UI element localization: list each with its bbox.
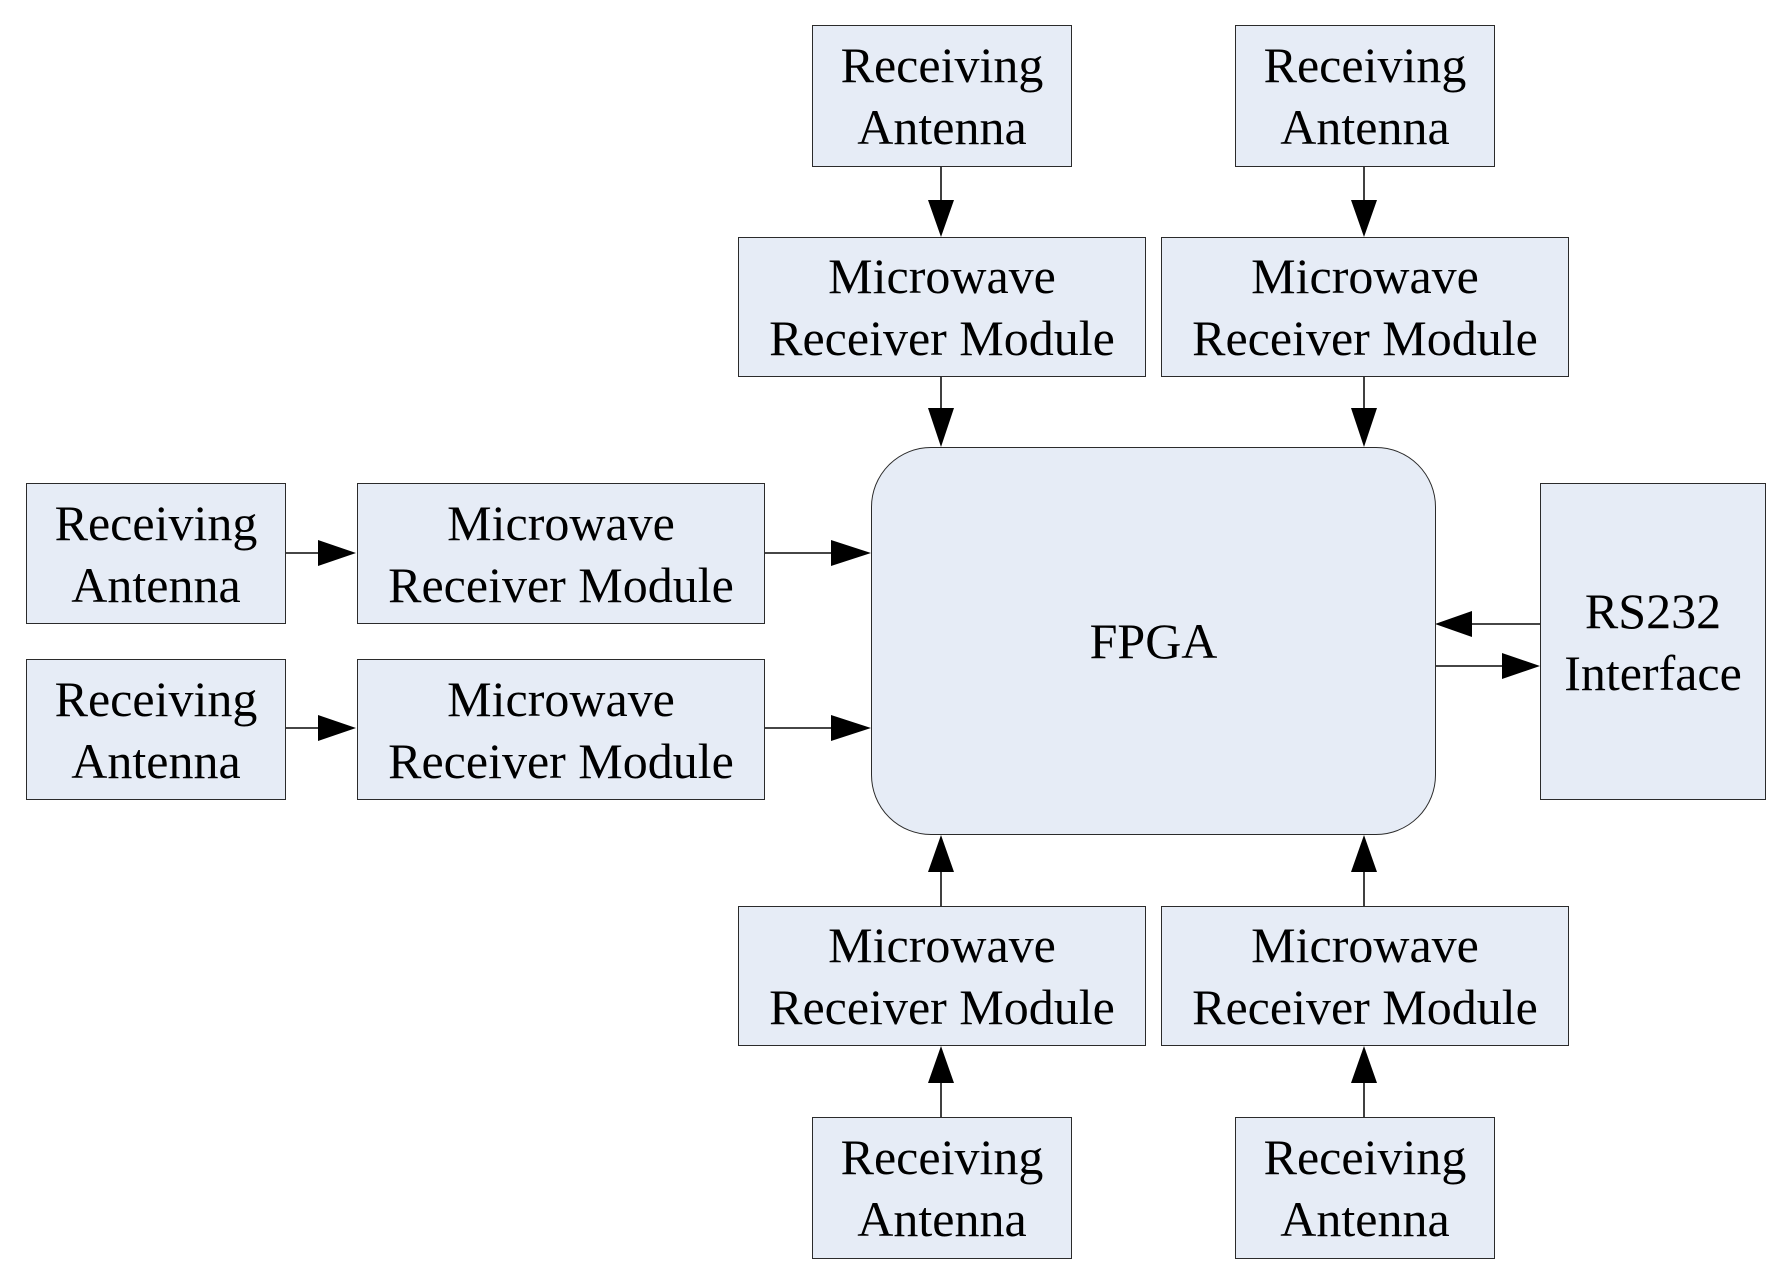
receiver-label-line2: Receiver Module: [388, 556, 734, 613]
antenna-label-line2: Antenna: [1280, 99, 1450, 155]
receiver-label-line1: Microwave: [828, 917, 1056, 973]
arrowhead-up-icon: [1351, 1046, 1377, 1083]
arrowhead-down-icon: [928, 408, 954, 447]
arrowhead-up-icon: [928, 1046, 954, 1083]
arrowhead-down-icon: [928, 200, 954, 237]
receiver-label-line2: Receiver Module: [388, 732, 734, 789]
antenna-label-line2: Antenna: [71, 732, 241, 789]
receiving-antenna-top-left: Receiving Antenna: [812, 25, 1072, 167]
antenna-label-line1: Receiving: [840, 37, 1044, 93]
receiving-antenna-left-upper: Receiving Antenna: [26, 483, 286, 624]
arrowhead-left-icon: [1435, 611, 1472, 637]
arrowhead-right-icon: [831, 540, 871, 566]
antenna-label-line1: Receiving: [1263, 37, 1467, 93]
receiving-antenna-bottom-right: Receiving Antenna: [1235, 1117, 1495, 1259]
antenna-label-line1: Receiving: [54, 670, 258, 727]
arrowhead-up-icon: [1351, 835, 1377, 872]
receiver-label-line1: Microwave: [1251, 248, 1479, 304]
antenna-label-line1: Receiving: [1263, 1129, 1467, 1185]
receiver-label-line2: Receiver Module: [769, 310, 1115, 366]
receiver-label-line1: Microwave: [1251, 917, 1479, 973]
microwave-receiver-module-top-left: Microwave Receiver Module: [738, 237, 1146, 377]
microwave-receiver-module-bottom-right: Microwave Receiver Module: [1161, 906, 1569, 1046]
receiver-label-line1: Microwave: [828, 248, 1056, 304]
receiving-antenna-top-right: Receiving Antenna: [1235, 25, 1495, 167]
microwave-receiver-module-bottom-left: Microwave Receiver Module: [738, 906, 1146, 1046]
rs232-interface-block: RS232 Interface: [1540, 483, 1766, 800]
fpga-label: FPGA: [1089, 613, 1218, 669]
receiver-label-line2: Receiver Module: [769, 979, 1115, 1035]
fpga-block: FPGA: [871, 447, 1436, 835]
arrowhead-down-icon: [1351, 200, 1377, 237]
antenna-label-line2: Antenna: [1280, 1191, 1450, 1247]
receiver-label-line1: Microwave: [447, 494, 675, 551]
antenna-label-line1: Receiving: [54, 494, 258, 551]
microwave-receiver-module-top-right: Microwave Receiver Module: [1161, 237, 1569, 377]
arrowhead-up-icon: [928, 835, 954, 872]
receiver-label-line2: Receiver Module: [1192, 310, 1538, 366]
microwave-receiver-module-left-upper: Microwave Receiver Module: [357, 483, 765, 624]
rs232-label-line2: Interface: [1564, 644, 1742, 701]
receiver-label-line1: Microwave: [447, 670, 675, 727]
arrowhead-down-icon: [1351, 408, 1377, 447]
antenna-label-line2: Antenna: [857, 99, 1027, 155]
rs232-label-line1: RS232: [1584, 582, 1722, 639]
arrowhead-right-icon: [318, 715, 356, 741]
antenna-label-line2: Antenna: [71, 556, 241, 613]
antenna-label-line1: Receiving: [840, 1129, 1044, 1185]
microwave-receiver-module-left-lower: Microwave Receiver Module: [357, 659, 765, 800]
arrowhead-right-icon: [318, 540, 356, 566]
receiving-antenna-bottom-left: Receiving Antenna: [812, 1117, 1072, 1259]
arrowhead-right-icon: [1502, 653, 1540, 679]
arrowhead-right-icon: [831, 715, 871, 741]
receiver-label-line2: Receiver Module: [1192, 979, 1538, 1035]
receiving-antenna-left-lower: Receiving Antenna: [26, 659, 286, 800]
antenna-label-line2: Antenna: [857, 1191, 1027, 1247]
